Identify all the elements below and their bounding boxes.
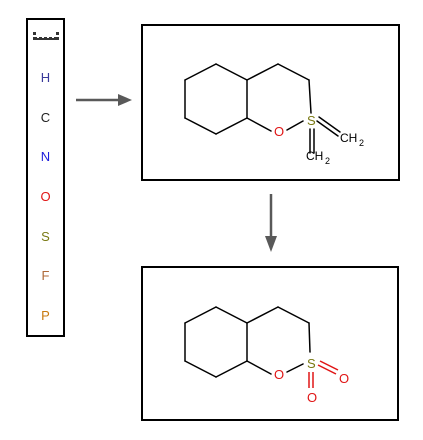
grid-dots-icon[interactable] (28, 28, 63, 44)
element-button-f[interactable]: F (41, 267, 50, 283)
molecule-top-structure: O S CH 2 CH 2 (184, 63, 364, 166)
methylene-right-subscript: 2 (359, 138, 364, 148)
element-button-c[interactable]: C (40, 109, 51, 125)
molecule-bottom-structure: O S O O (184, 306, 349, 405)
element-button-s[interactable]: S (41, 228, 50, 244)
molecule-panel-bottom[interactable]: O S O O (141, 266, 399, 421)
sulfur-atom-label: S (307, 113, 316, 128)
ring-oxygen-label: O (274, 367, 284, 382)
methylene-bottom-label: CH (306, 149, 323, 163)
element-palette: H C N O S F P (26, 18, 65, 337)
molecule-panel-top[interactable]: O S CH 2 CH 2 (141, 24, 400, 181)
methylene-bottom-subscript: 2 (325, 156, 330, 166)
sulfur-atom-label: S (307, 356, 316, 371)
oxygen-atom-label: O (274, 124, 284, 139)
element-button-o[interactable]: O (40, 188, 51, 204)
element-button-n[interactable]: N (40, 148, 51, 164)
oxygen-bottom-label: O (307, 390, 317, 405)
methylene-right-label: CH (340, 131, 357, 145)
oxygen-right-label: O (339, 371, 349, 386)
element-button-h[interactable]: H (40, 69, 51, 85)
element-button-p[interactable]: P (41, 307, 50, 323)
down-arrow-icon (265, 194, 277, 252)
right-arrow-icon (76, 94, 132, 106)
